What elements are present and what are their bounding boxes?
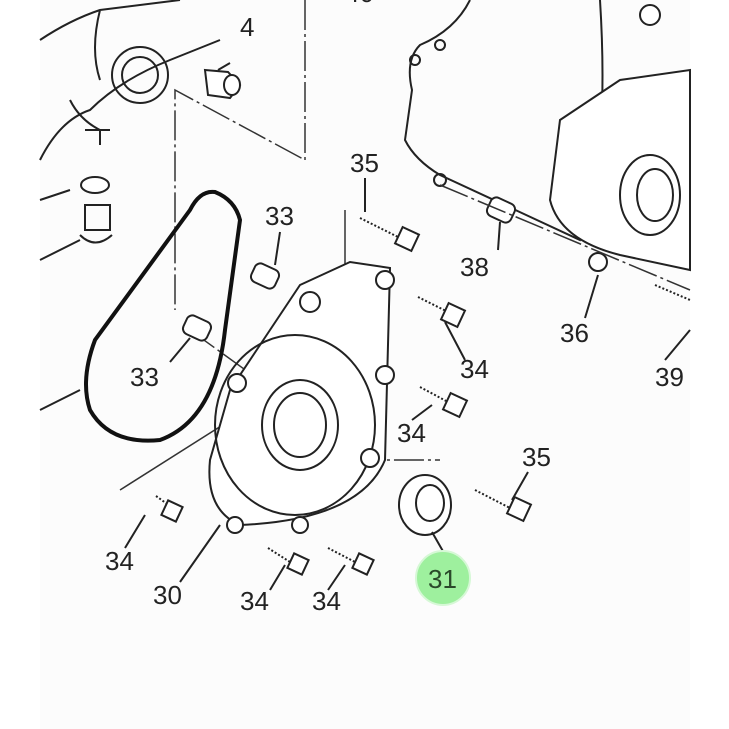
oil-seal-part-31 bbox=[398, 474, 452, 536]
crankcase-cover-right bbox=[403, 0, 691, 291]
callout-34[interactable]: 34 bbox=[312, 586, 341, 616]
callout-34[interactable]: 34 bbox=[105, 546, 134, 576]
callout-34[interactable]: 34 bbox=[397, 418, 426, 448]
callout-30[interactable]: 30 bbox=[153, 580, 182, 610]
guide-line bbox=[174, 0, 306, 310]
callout-33[interactable]: 33 bbox=[130, 362, 159, 392]
callout-38[interactable]: 38 bbox=[460, 252, 489, 282]
callout-33[interactable]: 33 bbox=[265, 201, 294, 231]
callout-31-highlighted[interactable]: 31 bbox=[428, 564, 457, 594]
callout-35[interactable]: 35 bbox=[350, 148, 379, 178]
o-ring-gasket bbox=[84, 189, 243, 443]
dowel-pin bbox=[181, 314, 213, 342]
bolts bbox=[155, 217, 691, 576]
callout-36[interactable]: 36 bbox=[560, 318, 589, 348]
callout-34[interactable]: 34 bbox=[240, 586, 269, 616]
callout-35[interactable]: 35 bbox=[522, 442, 551, 472]
water-pump-cover-part-30 bbox=[208, 260, 395, 534]
callout-34[interactable]: 34 bbox=[460, 354, 489, 384]
callout-39[interactable]: 39 bbox=[655, 362, 684, 392]
collar-part-4 bbox=[203, 68, 242, 100]
callout-4[interactable]: 4 bbox=[240, 12, 254, 42]
highlight-marker bbox=[415, 550, 471, 606]
dowel-pin bbox=[249, 262, 281, 290]
leader-line bbox=[39, 389, 81, 411]
crankcase-left-fragment bbox=[39, 0, 221, 261]
callout-40[interactable]: 40 bbox=[345, 0, 374, 8]
